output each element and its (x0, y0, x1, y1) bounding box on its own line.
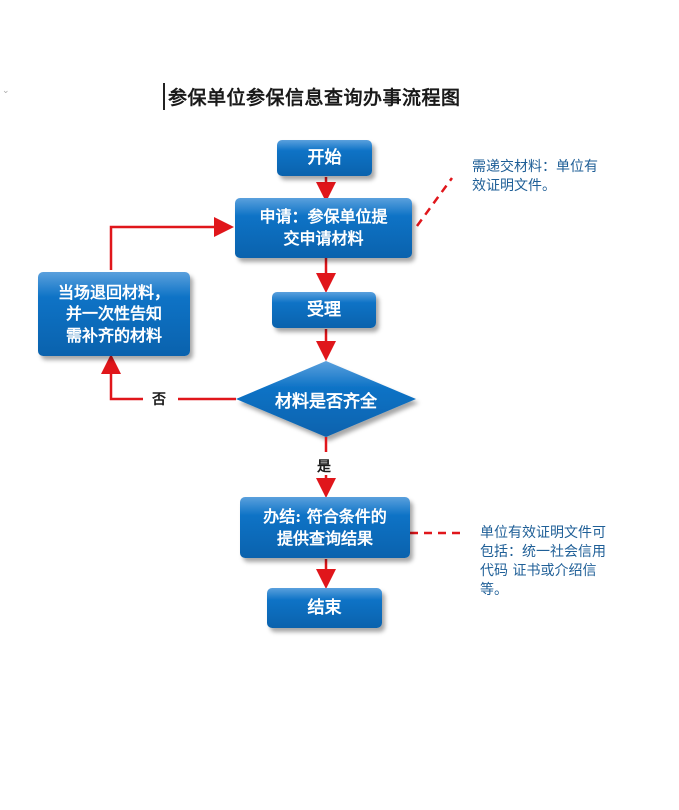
start-node-label: 开始 (307, 147, 342, 168)
apply-node: 申请：参保单位提 交申请材料 (235, 198, 412, 258)
no-label: 否 (152, 392, 166, 408)
accept-node-label: 受理 (307, 299, 341, 320)
decision-diamond (236, 361, 416, 437)
yes-label: 是 (317, 459, 331, 475)
arrow-return-apply (109, 217, 234, 270)
page-title: 参保单位参保信息查询办事流程图 (163, 83, 461, 110)
complete-note: 单位有效证明文件可 包括：统一社会信用 代码 证书或介绍信 等。 (480, 525, 606, 598)
dashed-apply-note (415, 177, 454, 227)
corner-mark: ⌄ (2, 86, 10, 96)
accept-node: 受理 (272, 292, 376, 328)
end-node: 结束 (267, 588, 382, 628)
complete-node-label: 办结: 符合条件的 提供查询结果 (263, 506, 387, 548)
apply-node-label: 申请：参保单位提 交申请材料 (259, 207, 388, 248)
apply-note: 需递交材料：单位有 效证明文件。 (472, 159, 598, 194)
end-node-label: 结束 (307, 597, 342, 618)
start-node: 开始 (277, 140, 372, 176)
complete-node: 办结: 符合条件的 提供查询结果 (240, 497, 410, 558)
return-node: 当场退回材料， 并一次性告知 需补齐的材料 (38, 272, 190, 356)
arrow-no-return (101, 354, 143, 401)
decision-label: 材料是否齐全 (275, 391, 377, 412)
return-node-label: 当场退回材料， 并一次性告知 需补齐的材料 (57, 282, 170, 345)
